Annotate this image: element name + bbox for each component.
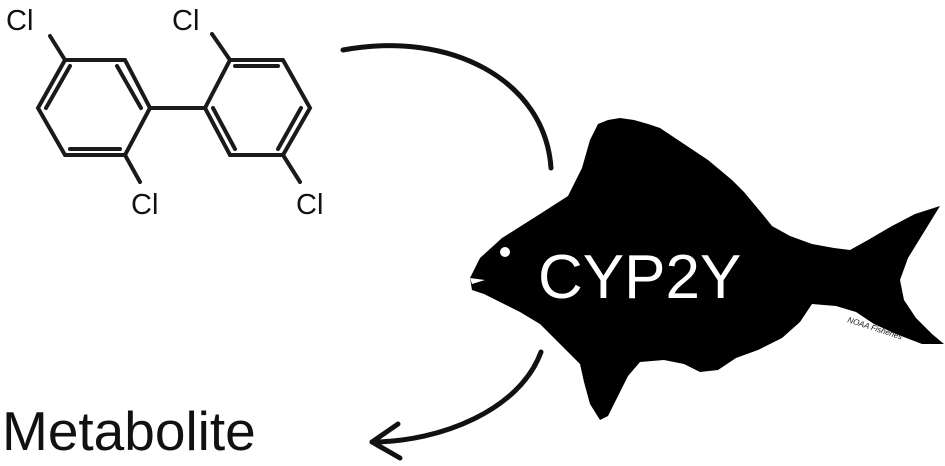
cl-label-top-left: Cl xyxy=(6,5,33,37)
pcb-molecule: Cl Cl Cl Cl xyxy=(6,5,323,221)
cl-bond-bottom-right xyxy=(281,153,302,184)
cl-label-bottom-right: Cl xyxy=(296,189,323,221)
arrowhead xyxy=(369,421,403,461)
cl-label-bottom-left: Cl xyxy=(131,189,158,221)
metabolite-label: Metabolite xyxy=(2,400,256,461)
fish-silhouette-icon: CYP2Y NOAA Fisheries xyxy=(470,118,944,420)
enzyme-label: CYP2Y xyxy=(538,243,741,312)
uptake-arrow xyxy=(340,43,554,171)
metabolism-arrow xyxy=(369,349,544,445)
left-benzene-ring xyxy=(35,58,153,157)
cl-bond-bottom-left xyxy=(123,153,142,184)
cl-bond-top-left xyxy=(48,34,67,62)
cl-label-top-right: Cl xyxy=(172,5,199,37)
right-benzene-ring xyxy=(202,58,313,157)
arrow-icon xyxy=(369,349,544,461)
cl-bond-top-right xyxy=(210,32,232,62)
